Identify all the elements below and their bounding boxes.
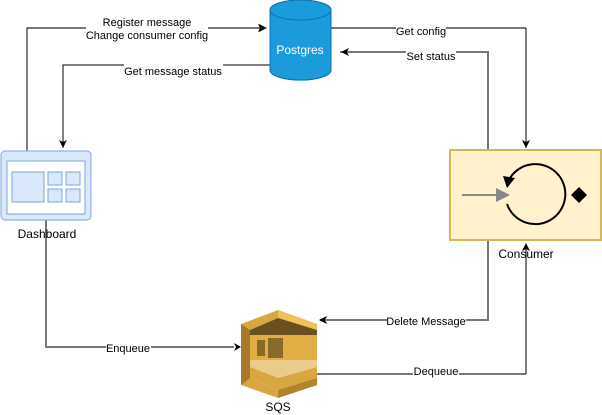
edge-get-config[interactable]: Get config [331, 24, 530, 148]
sqs-label: SQS [265, 400, 290, 414]
edge-label-dequeue: Dequeue [414, 366, 459, 378]
edge-delete-message[interactable]: Delete Message [319, 240, 489, 328]
edge-get-message-status[interactable]: Get message status [59, 64, 270, 148]
edge-set-status[interactable]: Set status [340, 48, 489, 150]
postgres-label: Postgres [276, 43, 323, 57]
node-postgres[interactable]: Postgres [269, 0, 332, 81]
dashboard-label: Dashboard [18, 227, 77, 241]
edge-label-change-consumer-config: Change consumer config [86, 30, 208, 42]
dashboard-window-icon [0, 150, 92, 221]
node-dashboard[interactable]: Dashboard [0, 150, 92, 241]
aws-sqs-icon [241, 310, 317, 398]
loop-process-icon [462, 163, 587, 226]
edge-label-enqueue: Enqueue [106, 343, 150, 355]
node-sqs[interactable]: SQS [241, 310, 317, 414]
consumer-label: Consumer [498, 247, 553, 261]
edge-label-get-config: Get config [396, 26, 446, 38]
edge-dequeue[interactable]: Dequeue [317, 243, 530, 379]
edge-label-register-message: Register message [103, 17, 192, 29]
edge-label-delete-message: Delete Message [386, 316, 466, 328]
node-consumer[interactable]: Consumer [449, 149, 602, 261]
edge-register-message[interactable]: Register message Change consumer config [26, 14, 267, 151]
database-cylinder-icon [269, 0, 332, 81]
edge-enqueue[interactable]: Enqueue [45, 220, 241, 355]
edge-label-set-status: Set status [407, 51, 456, 63]
edge-label-get-message-status: Get message status [124, 66, 222, 78]
